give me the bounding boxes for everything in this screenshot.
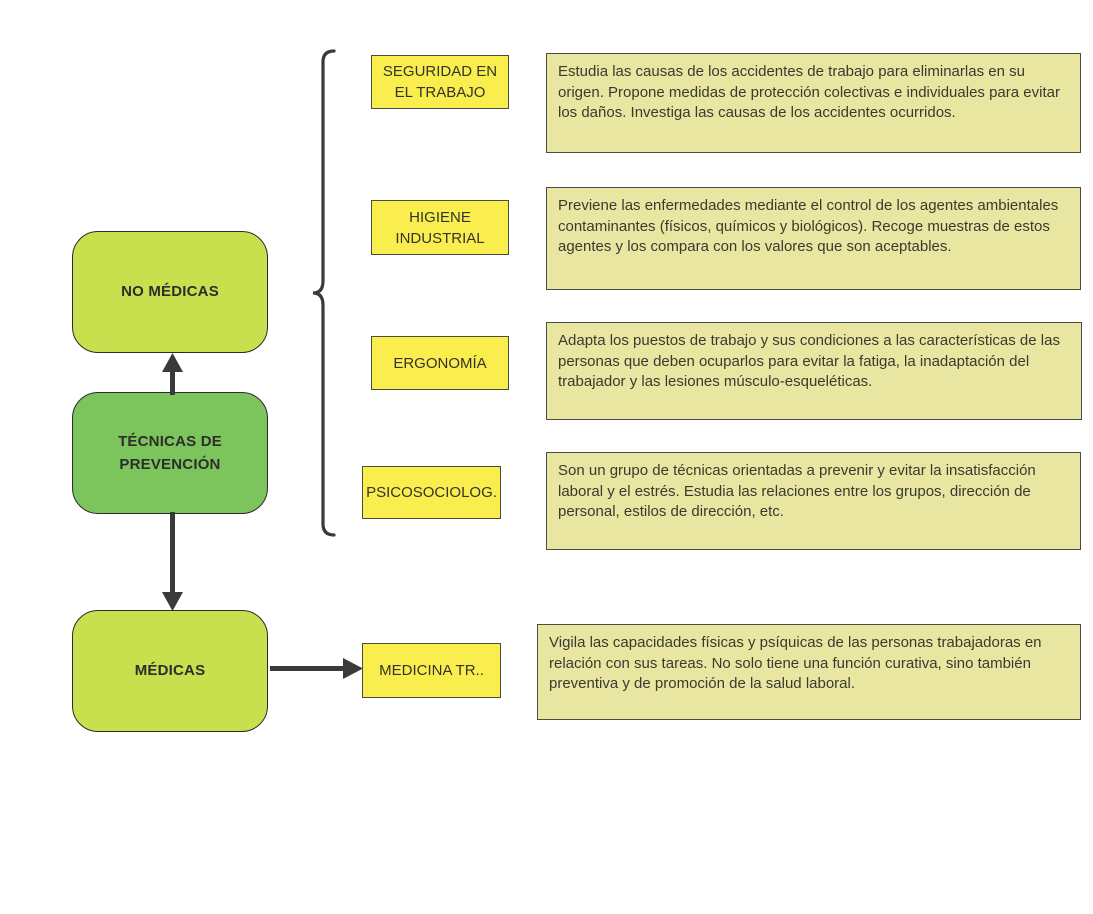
- curly-brace-icon: [312, 49, 336, 537]
- technique-label-text: ERGONOMÍA: [393, 354, 487, 372]
- node-tecnicas-de-prevencion: TÉCNICAS DE PREVENCIÓN: [72, 392, 268, 514]
- technique-label-ergonomia: ERGONOMÍA: [371, 336, 509, 390]
- technique-description-ergonomia: Adapta los puestos de trabajo y sus cond…: [546, 322, 1082, 420]
- technique-label-text: MEDICINA TR..: [379, 662, 484, 679]
- technique-description-higiene: Previene las enfermedades mediante el co…: [546, 187, 1081, 290]
- node-no-medicas-label: NO MÉDICAS: [121, 283, 219, 301]
- technique-label-higiene: HIGIENE INDUSTRIAL: [371, 200, 509, 255]
- technique-label-text: SEGURIDAD EN EL TRABAJO: [382, 63, 498, 101]
- technique-description-medicina: Vigila las capacidades físicas y psíquic…: [537, 624, 1081, 720]
- technique-label-medicina: MEDICINA TR..: [362, 643, 501, 698]
- node-medicas: MÉDICAS: [72, 610, 268, 732]
- technique-description-seguridad: Estudia las causas de los accidentes de …: [546, 53, 1081, 153]
- technique-label-psicosociologia: PSICOSOCIOLOG.: [362, 466, 501, 519]
- arrow-up-icon: [162, 353, 183, 395]
- node-tecnicas-label: TÉCNICAS DE PREVENCIÓN: [118, 432, 222, 473]
- node-no-medicas: NO MÉDICAS: [72, 231, 268, 353]
- node-medicas-label: MÉDICAS: [134, 662, 206, 680]
- arrow-down-icon: [162, 512, 183, 611]
- technique-description-psicosociologia: Son un grupo de técnicas orientadas a pr…: [546, 452, 1081, 550]
- technique-label-text: HIGIENE INDUSTRIAL: [395, 208, 485, 247]
- arrow-right-icon: [270, 658, 363, 679]
- technique-label-seguridad: SEGURIDAD EN EL TRABAJO: [371, 55, 509, 109]
- technique-label-text: PSICOSOCIOLOG.: [366, 484, 497, 501]
